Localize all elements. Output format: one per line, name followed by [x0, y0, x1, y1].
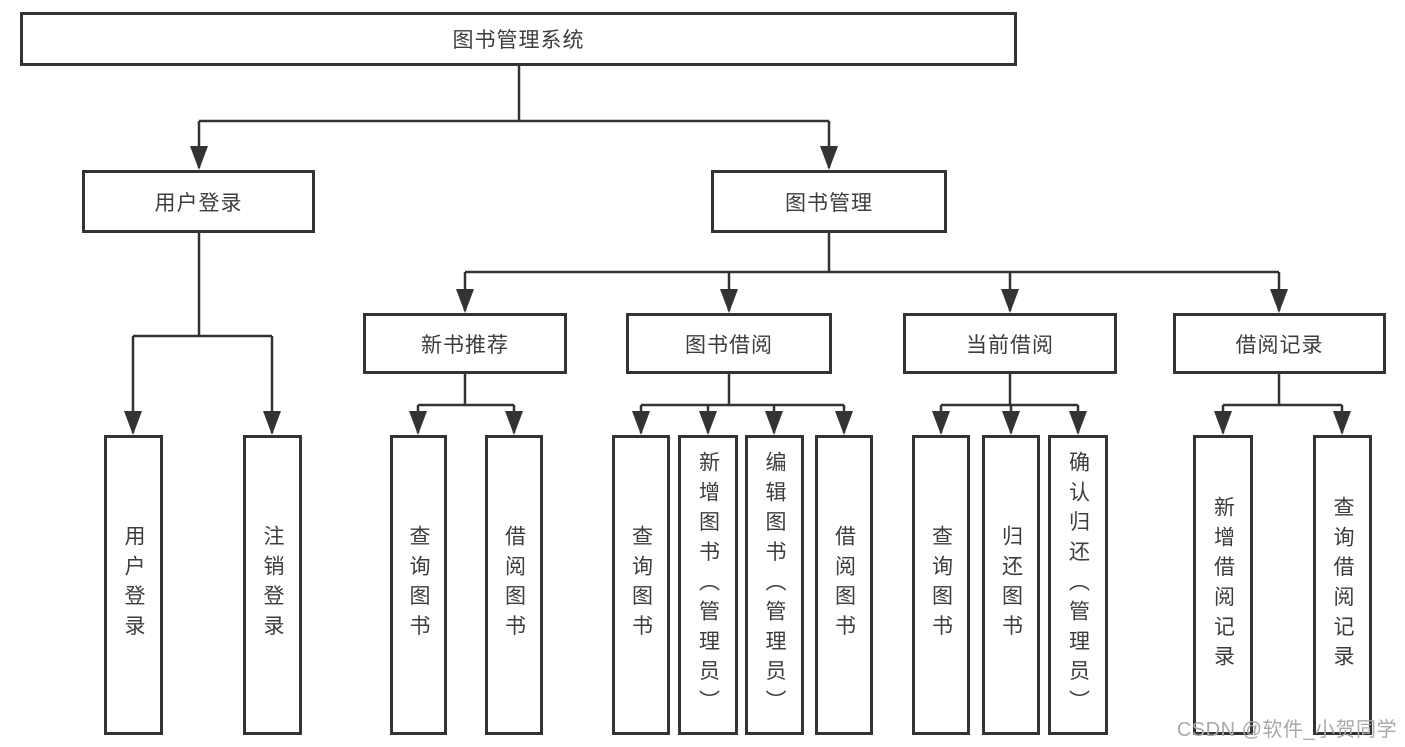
connector-book-borrow	[639, 374, 846, 433]
arrowhead-icon	[1333, 411, 1351, 435]
arrowhead-icon	[1001, 289, 1019, 313]
node-label: 编辑图书（管理员）	[763, 450, 786, 720]
node-bb-add-books-admin: 新增图书（管理员）	[678, 435, 738, 735]
node-label: 查询借阅记录	[1331, 495, 1354, 675]
node-label: 借阅图书	[832, 525, 856, 645]
arrowhead-icon	[820, 146, 838, 170]
node-leaf-user-login: 用户登录	[104, 435, 163, 735]
node-bb-query-books: 查询图书	[612, 435, 670, 735]
arrowhead-icon	[699, 411, 717, 435]
node-root: 图书管理系统	[20, 12, 1017, 66]
arrowhead-icon	[720, 289, 738, 313]
node-label: 归还图书	[999, 525, 1023, 645]
arrowhead-icon	[190, 146, 208, 170]
arrowhead-icon	[765, 411, 783, 435]
arrowhead-icon	[632, 411, 650, 435]
arrowhead-icon	[835, 411, 853, 435]
watermark: CSDN @软件_小贺同学	[1176, 719, 1397, 741]
arrowhead-icon	[1069, 411, 1087, 435]
node-label: 注销登录	[261, 525, 284, 645]
arrowhead-icon	[505, 411, 523, 435]
node-label: 当前借阅	[966, 333, 1054, 357]
node-label: 图书管理系统	[452, 29, 585, 52]
arrowhead-icon	[124, 411, 142, 435]
arrowhead-icon	[409, 411, 427, 435]
node-label: 新增借阅记录	[1211, 495, 1235, 675]
arrowhead-icon	[456, 289, 474, 313]
node-label: 查询图书	[929, 525, 953, 645]
connector-new-book-recommend	[416, 374, 516, 433]
node-book-management: 图书管理	[711, 170, 947, 233]
node-label: 图书借阅	[685, 333, 773, 357]
node-label: 用户登录	[154, 191, 243, 215]
node-br-query-record: 查询借阅记录	[1313, 435, 1372, 735]
node-borrow-records: 借阅记录	[1173, 313, 1386, 374]
node-label: 查询图书	[629, 525, 653, 645]
node-book-borrow: 图书借阅	[626, 313, 832, 374]
node-leaf-logout: 注销登录	[243, 435, 302, 735]
node-label: 借阅图书	[502, 525, 526, 645]
node-label: 图书管理	[785, 191, 873, 215]
arrowhead-icon	[1002, 411, 1020, 435]
node-cb-return-books: 归还图书	[982, 435, 1040, 735]
node-label: 新书推荐	[421, 333, 509, 357]
connector-book-management	[463, 233, 1281, 311]
connector-root	[197, 66, 831, 168]
node-new-book-recommend: 新书推荐	[363, 313, 567, 374]
node-label: 新增图书（管理员）	[696, 450, 720, 720]
node-bb-borrow-books: 借阅图书	[815, 435, 873, 735]
node-label: 借阅记录	[1235, 333, 1324, 357]
connector-user-login	[131, 233, 274, 433]
node-label: 确认归还（管理员）	[1066, 450, 1090, 720]
node-current-borrow: 当前借阅	[903, 313, 1117, 374]
arrowhead-icon	[1214, 411, 1232, 435]
node-cb-confirm-return-admin: 确认归还（管理员）	[1048, 435, 1108, 735]
node-cb-query-books: 查询图书	[912, 435, 970, 735]
node-nbr-borrow-books: 借阅图书	[485, 435, 543, 735]
node-nbr-query-books: 查询图书	[390, 435, 447, 735]
node-br-add-record: 新增借阅记录	[1193, 435, 1253, 735]
arrowhead-icon	[932, 411, 950, 435]
node-label: 查询图书	[407, 525, 430, 645]
node-user-login: 用户登录	[82, 170, 315, 233]
connector-borrow-records	[1221, 374, 1344, 433]
node-label: 用户登录	[122, 525, 145, 645]
arrowhead-icon	[263, 411, 281, 435]
node-bb-edit-books-admin: 编辑图书（管理员）	[745, 435, 804, 735]
arrowhead-icon	[1270, 289, 1288, 313]
